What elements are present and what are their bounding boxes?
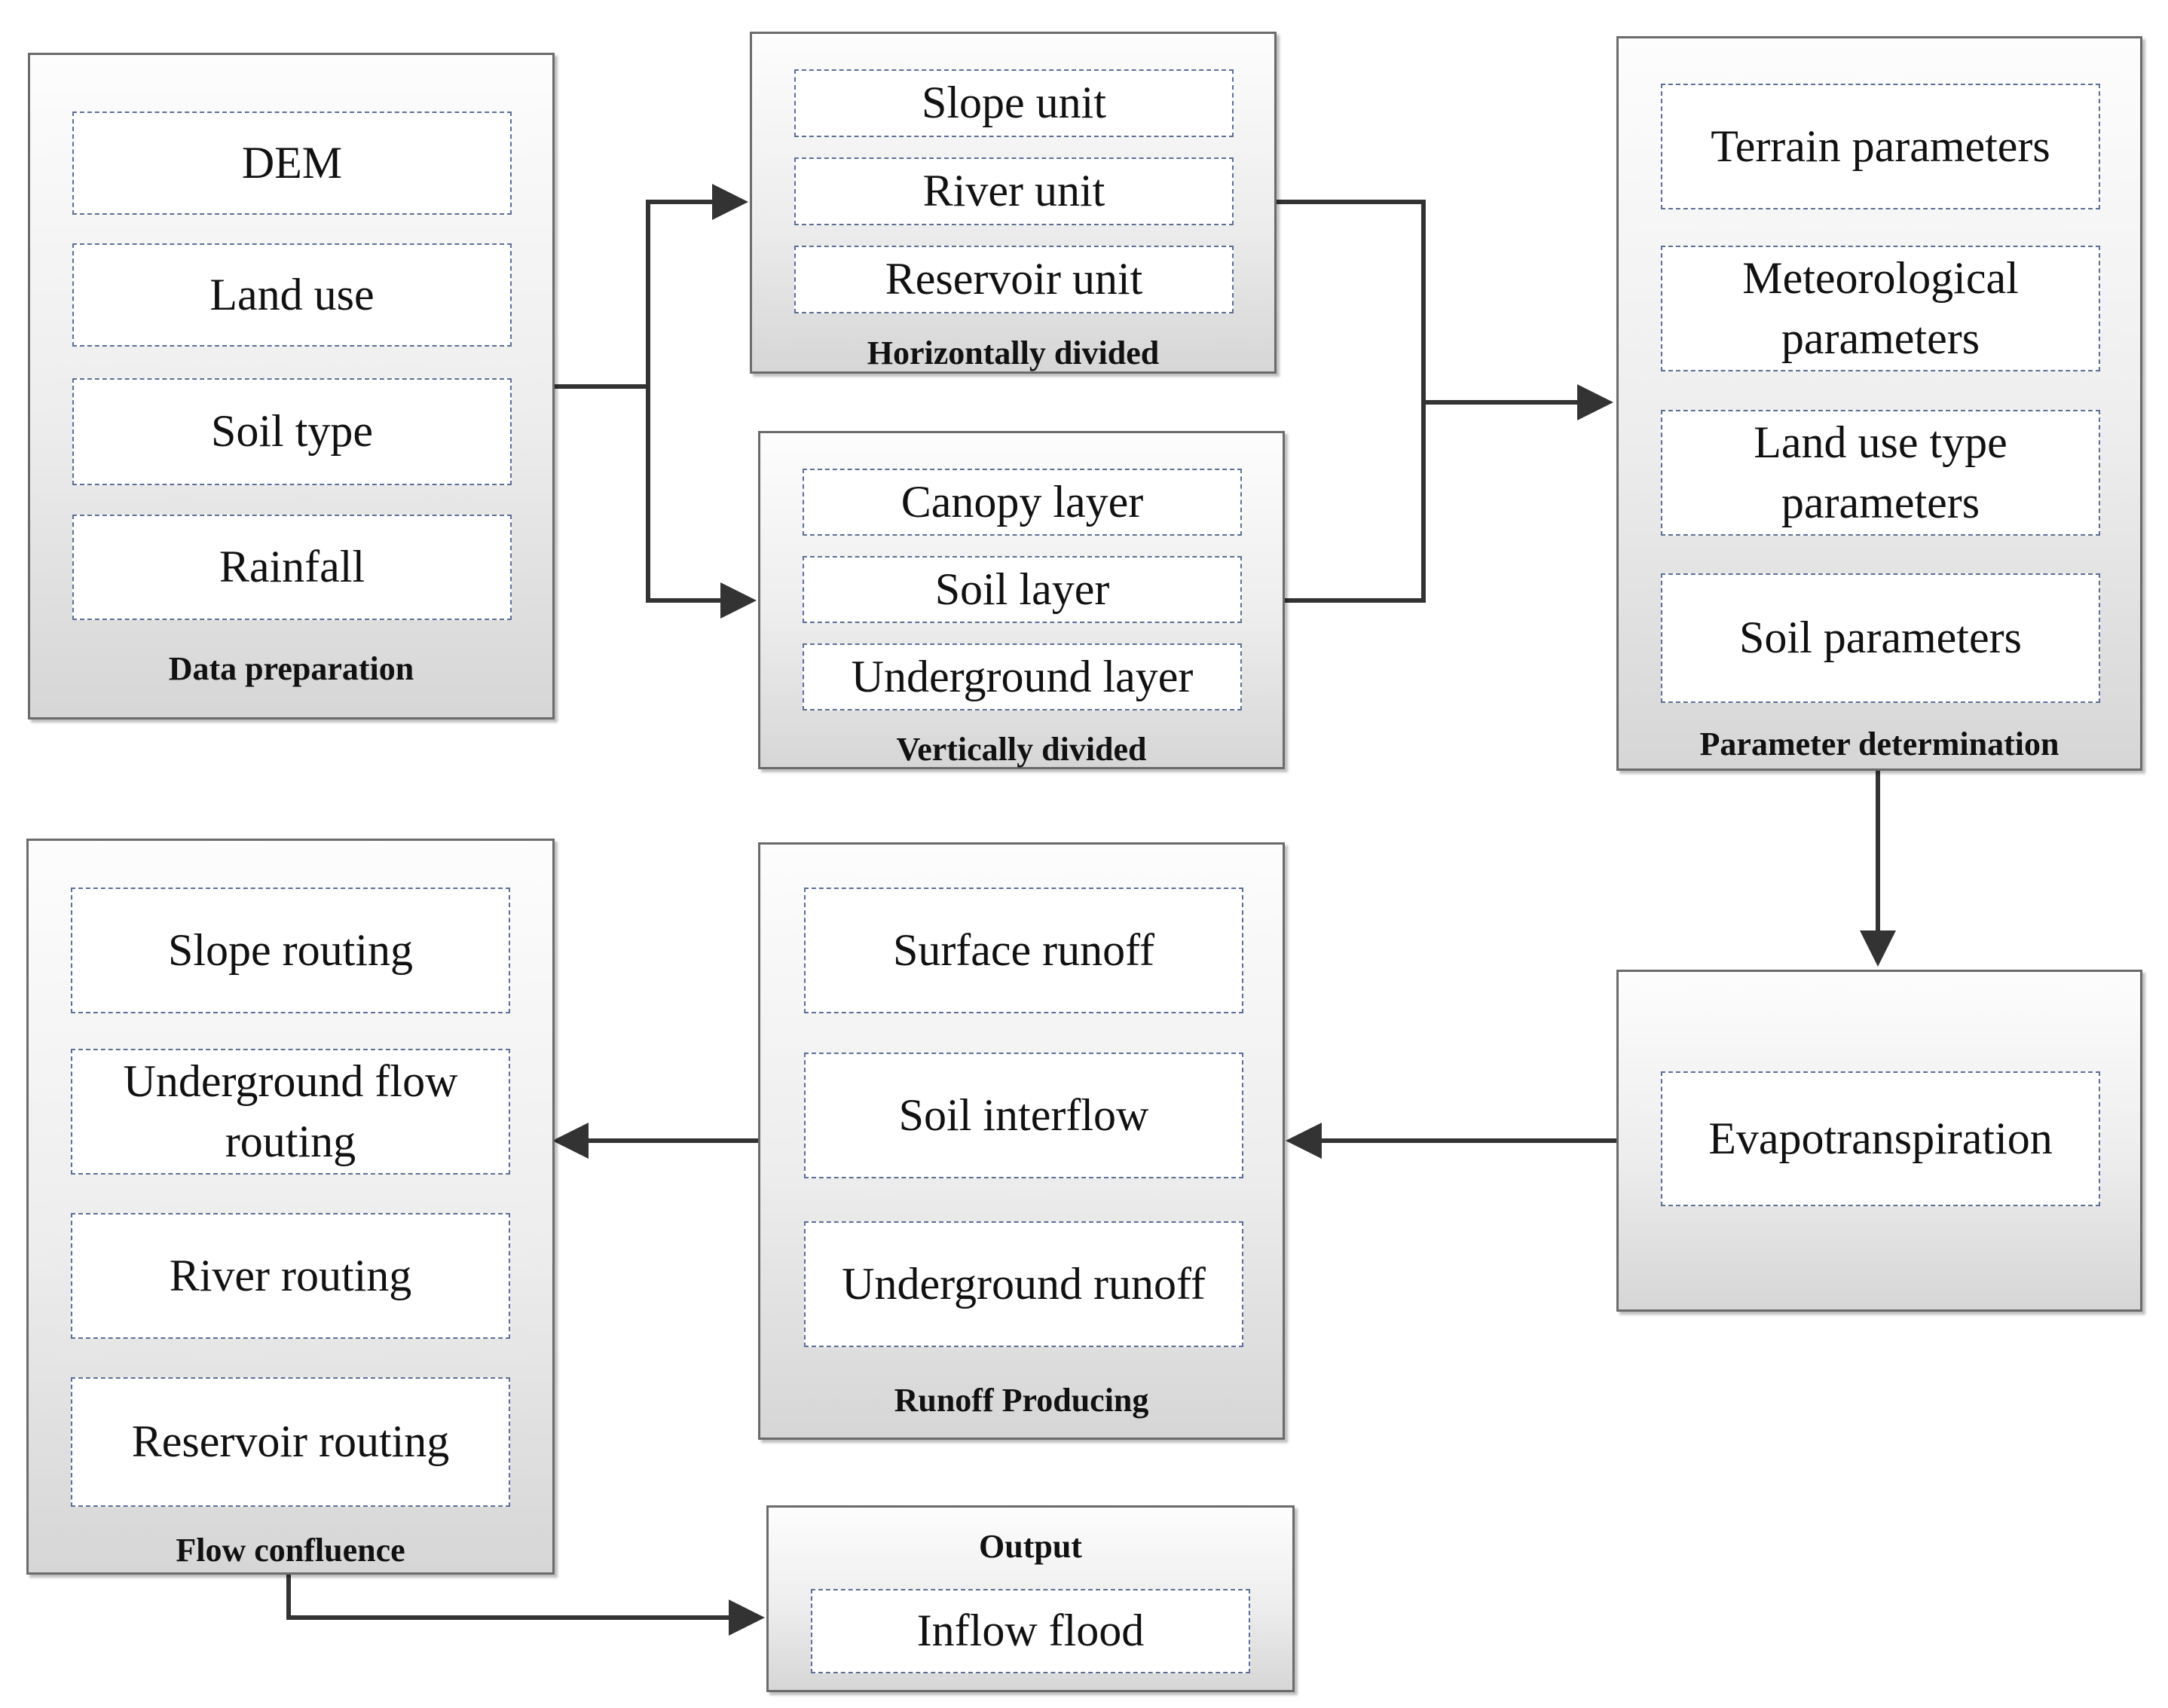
horizontally-divided-caption: Horizontally divided bbox=[867, 335, 1160, 371]
parameter-item-terrain: Terrain parameters bbox=[1661, 84, 2100, 209]
vertical-item-soil-layer: Soil layer bbox=[803, 556, 1242, 623]
confluence-item-reservoir-routing: Reservoir routing bbox=[71, 1377, 510, 1507]
data-item-rainfall: Rainfall bbox=[72, 515, 512, 620]
evapotranspiration-group: Evapotranspiration bbox=[1616, 970, 2142, 1312]
vertically-divided-caption: Vertically divided bbox=[896, 731, 1147, 768]
runoff-producing-caption: Runoff Producing bbox=[894, 1382, 1149, 1419]
output-item-inflow-flood: Inflow flood bbox=[811, 1589, 1250, 1673]
runoff-item-surface: Surface runoff bbox=[804, 888, 1243, 1013]
parameter-determination-caption: Parameter determination bbox=[1699, 726, 2059, 762]
output-caption: Output bbox=[979, 1528, 1082, 1565]
data-preparation-group: DEM Land use Soil type Rainfall Data pre… bbox=[28, 53, 555, 720]
connector-horizontal-merge bbox=[1275, 200, 1426, 603]
horizontal-item-river-unit: River unit bbox=[794, 157, 1234, 225]
runoff-item-underground: Underground runoff bbox=[804, 1221, 1243, 1347]
output-group: Output Inflow flood bbox=[766, 1505, 1295, 1692]
parameter-item-land-use-type: Land use type parameters bbox=[1661, 410, 2100, 536]
parameter-item-meteorological: Meteorological parameters bbox=[1661, 246, 2100, 371]
arrow-to-output bbox=[286, 1575, 765, 1636]
data-preparation-caption: Data preparation bbox=[168, 650, 414, 687]
evapotranspiration-item: Evapotranspiration bbox=[1661, 1071, 2100, 1206]
horizontally-divided-group: Slope unit River unit Reservoir unit Hor… bbox=[750, 32, 1277, 374]
arrow-to-vertically-divided bbox=[646, 387, 757, 619]
data-item-land-use: Land use bbox=[72, 243, 512, 347]
flow-confluence-group: Slope routing Underground flow routing R… bbox=[26, 839, 555, 1575]
parameter-item-soil: Soil parameters bbox=[1661, 573, 2100, 703]
data-item-dem: DEM bbox=[72, 112, 512, 215]
runoff-producing-group: Surface runoff Soil interflow Undergroun… bbox=[758, 842, 1285, 1440]
horizontal-item-reservoir-unit: Reservoir unit bbox=[794, 246, 1234, 313]
runoff-item-soil-interflow: Soil interflow bbox=[804, 1053, 1243, 1178]
arrow-to-horizontally-divided bbox=[646, 184, 748, 387]
data-item-soil-type: Soil type bbox=[72, 378, 512, 485]
parameter-determination-group: Terrain parameters Meteorological parame… bbox=[1616, 36, 2142, 771]
vertically-divided-group: Canopy layer Soil layer Underground laye… bbox=[758, 431, 1285, 769]
confluence-item-underground-flow-routing: Underground flow routing bbox=[71, 1049, 510, 1175]
confluence-item-slope-routing: Slope routing bbox=[71, 888, 510, 1013]
horizontal-item-slope-unit: Slope unit bbox=[794, 69, 1234, 137]
vertical-item-underground-layer: Underground layer bbox=[803, 643, 1242, 710]
vertical-item-canopy-layer: Canopy layer bbox=[803, 469, 1242, 536]
confluence-item-river-routing: River routing bbox=[71, 1213, 510, 1339]
flow-confluence-caption: Flow confluence bbox=[176, 1532, 405, 1569]
